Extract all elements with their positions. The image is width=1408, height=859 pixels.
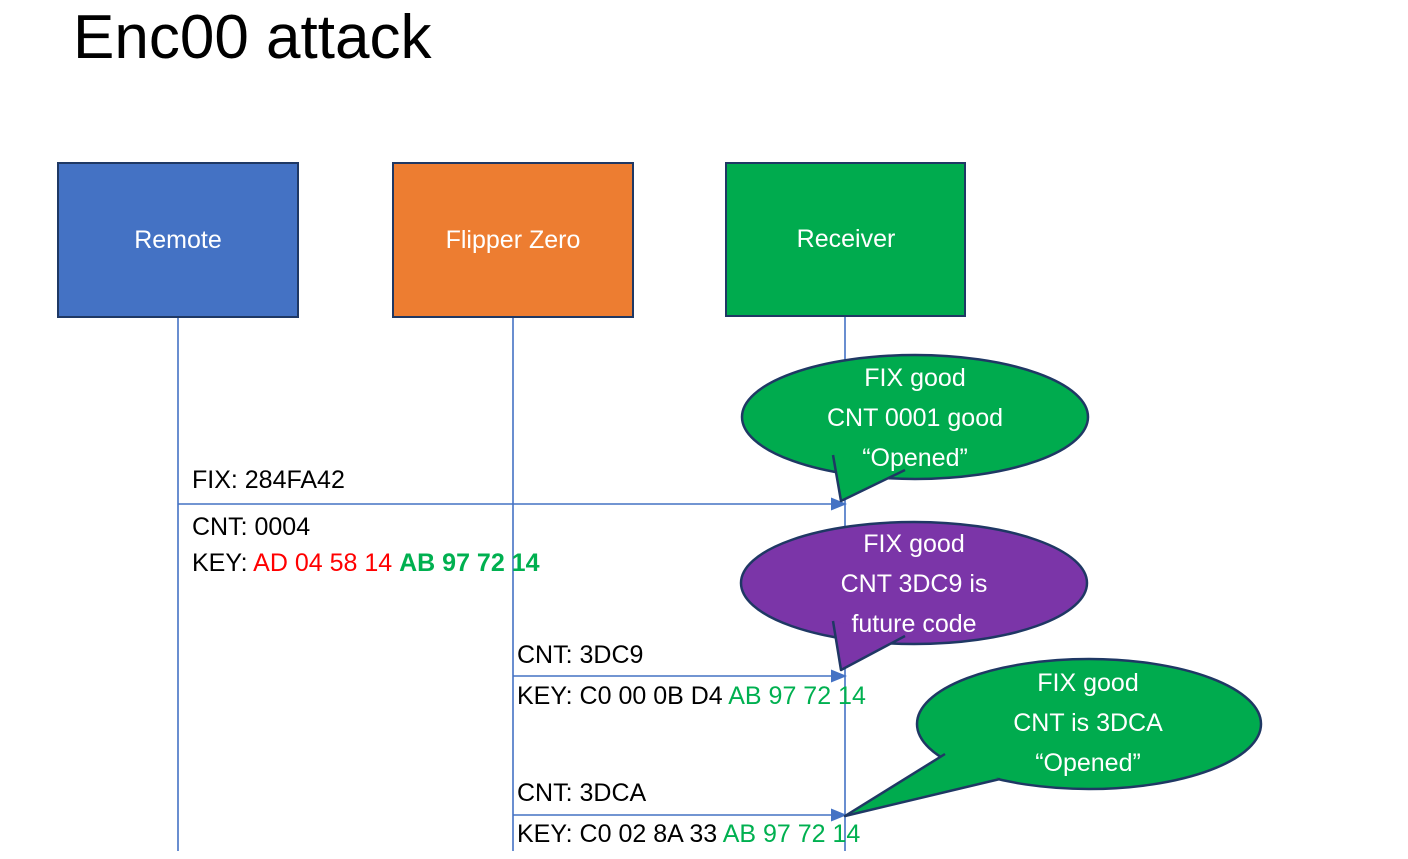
callout2-bubble (739, 520, 1089, 672)
callout3-text: FIX good CNT is 3DCA “Opened” (916, 663, 1260, 783)
callout3-line1: FIX good (1037, 669, 1139, 697)
callout3-ellipse (915, 657, 1263, 791)
callout2-line3: future code (851, 610, 977, 638)
message3-key-green-bytes: AB 97 72 14 (722, 820, 861, 848)
message1-key-green-bytes: AB 97 72 14 (399, 549, 540, 577)
callout2-text: FIX good CNT 3DC9 is future code (741, 524, 1087, 644)
message1-key-red-bytes: AD 04 58 14 (253, 549, 400, 577)
callout3-line2: CNT is 3DCA (1013, 709, 1163, 737)
message3-key-label: KEY: C0 02 8A 33 AB 97 72 14 (517, 820, 860, 849)
actor-label-receiver: Receiver (796, 224, 896, 253)
callout3-tail (845, 754, 1000, 816)
message2-arrow (513, 669, 847, 683)
message1-arrowhead (831, 497, 847, 511)
message2-arrowhead (831, 669, 847, 683)
message2-cnt-label: CNT: 3DC9 (517, 641, 644, 669)
callout2-line1: FIX good (863, 530, 965, 558)
message1-key-label: KEY: AD 04 58 14 AB 97 72 14 (192, 549, 539, 578)
callout2-line2: CNT 3DC9 is (840, 570, 988, 598)
callout3-tail-outline (843, 752, 1001, 818)
callout3-bubble (843, 657, 1263, 818)
callout2-tail-outline (831, 620, 906, 672)
message2-key-green-bytes: AB 97 72 14 (728, 682, 866, 710)
callout1-tail (833, 455, 905, 501)
message2-key-label: KEY: C0 00 0B D4 AB 97 72 14 (517, 682, 866, 711)
message1-arrow (178, 497, 847, 511)
callout1-line2: CNT 0001 good (826, 404, 1004, 432)
page-title: Enc00 attack (73, 3, 432, 72)
callout3-line3: “Opened” (1035, 749, 1141, 777)
callout1-bubble (740, 353, 1090, 503)
callout1-line1: FIX good (864, 364, 966, 392)
callout1-line3: “Opened” (862, 444, 968, 472)
message1-key-prefix: KEY: (192, 549, 254, 577)
callout1-ellipse (740, 353, 1090, 481)
callout2-ellipse (739, 520, 1089, 646)
callout2-tail (833, 621, 905, 670)
receiver-box (725, 162, 966, 317)
message3-arrow (513, 808, 847, 822)
message3-key-black-bytes: KEY: C0 02 8A 33 (517, 820, 723, 848)
message1-cnt-label: CNT: 0004 (192, 513, 311, 541)
actor-label-remote: Remote (134, 225, 222, 254)
callout1-text: FIX good CNT 0001 good “Opened” (742, 358, 1088, 478)
callout1-tail-outline (831, 454, 906, 503)
actor-label-flipper-zero: Flipper Zero (445, 225, 581, 254)
message3-cnt-label: CNT: 3DCA (517, 779, 647, 807)
remote-box (57, 162, 299, 318)
message3-arrowhead (831, 808, 847, 822)
message1-fix-label: FIX: 284FA42 (192, 466, 345, 494)
flipper-zero-box (392, 162, 634, 318)
message2-key-black-bytes: KEY: C0 00 0B D4 (517, 682, 729, 710)
